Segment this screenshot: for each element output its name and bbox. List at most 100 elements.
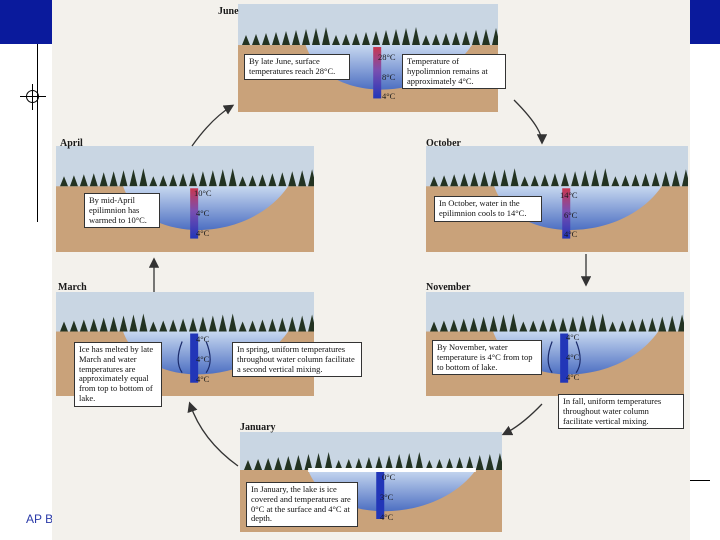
tree-icon [332, 35, 340, 46]
tree-icon [109, 316, 118, 332]
tree-icon [179, 173, 188, 187]
callout-october-left: In October, water in the epilimnion cool… [434, 196, 542, 222]
tree-icon [459, 318, 468, 332]
tree-icon [425, 460, 434, 470]
tree-icon [159, 175, 168, 187]
tree-icon [581, 170, 590, 187]
tree-icon [322, 27, 330, 46]
tree-icon [621, 175, 630, 187]
tree-icon [129, 314, 138, 332]
tree-icon [435, 459, 444, 470]
tree-icon [449, 319, 458, 332]
temp-label-march-1: 4°C [196, 334, 210, 344]
crosshair-icon [20, 84, 46, 110]
tree-icon [288, 316, 297, 332]
temp-label-june-2: 8°C [382, 72, 396, 82]
tree-icon [362, 32, 370, 46]
tree-icon [520, 176, 529, 187]
tree-icon [550, 173, 559, 187]
tree-icon [578, 315, 587, 332]
tree-icon [392, 29, 400, 46]
tree-icon [308, 169, 314, 187]
tree-icon [540, 174, 549, 187]
temperature-column [562, 188, 571, 239]
temp-label-april-1: 10°C [194, 188, 212, 198]
callout-november-below: In fall, uniform temperatures throughout… [558, 394, 684, 430]
tree-icon [601, 168, 610, 187]
month-label-june: June [218, 6, 239, 17]
tree-icon [499, 314, 508, 332]
tree-icon [288, 171, 297, 187]
tree-icon [264, 458, 273, 470]
tree-icon [561, 172, 569, 187]
tree-icon [482, 29, 490, 46]
temp-label-june-3: 4°C [382, 91, 396, 101]
tree-icon [475, 455, 484, 470]
tree-icon [149, 176, 158, 187]
tree-icon [591, 169, 600, 187]
panel-june: June 28°C 8°C 4°C By late June, surface … [218, 4, 506, 112]
tree-icon [79, 174, 88, 187]
tree-icon [364, 457, 373, 470]
temp-label-january-2: 3°C [380, 492, 394, 502]
tree-icon [298, 315, 307, 332]
month-label-october: October [426, 138, 461, 149]
tree-icon [169, 319, 178, 332]
tree-icon [354, 458, 363, 470]
tree-icon [89, 173, 98, 187]
tree-icon [422, 35, 430, 46]
slide-header-accent-right [690, 0, 720, 44]
callout-january-left: In January, the lake is ice covered and … [246, 482, 358, 528]
temp-label-march-3: 4°C [196, 374, 210, 384]
tree-icon [69, 175, 78, 187]
tree-icon [149, 321, 158, 332]
tree-icon [559, 317, 567, 332]
tree-icon [248, 320, 257, 332]
tree-icon [539, 319, 548, 332]
tree-icon [99, 172, 108, 187]
tree-icon [189, 317, 197, 332]
tree-icon [308, 314, 314, 332]
tree-icon [628, 319, 637, 332]
arrow-january-to-march [187, 401, 239, 467]
tree-icon [238, 321, 247, 332]
tree-icon [254, 459, 263, 470]
tree-icon [668, 315, 677, 332]
temp-label-june-1: 28°C [378, 52, 396, 62]
tree-icon [455, 457, 464, 470]
tree-icon [432, 34, 440, 46]
temp-label-january-1: 0°C [382, 472, 396, 482]
tree-icon [169, 174, 178, 187]
tree-icon [472, 30, 480, 46]
tree-icon [405, 453, 414, 470]
mixing-arrow [205, 341, 211, 374]
slide-left-rule [37, 44, 38, 222]
tree-icon [485, 454, 494, 470]
tree-icon [139, 313, 148, 332]
temperature-column [190, 188, 199, 239]
month-label-march: March [58, 282, 87, 293]
tree-icon [651, 172, 660, 187]
tree-icon [242, 35, 250, 46]
tree-icon [442, 33, 450, 46]
tree-icon [372, 31, 380, 46]
tree-icon [69, 320, 78, 332]
month-label-november: November [426, 282, 471, 293]
tree-icon [611, 176, 620, 187]
tree-icon [139, 168, 148, 187]
tree-icon [252, 34, 260, 46]
tree-icon [244, 460, 252, 470]
panel-january: January 0°C 3°C 4°C In January, the lake… [240, 422, 502, 532]
tree-icon [262, 33, 270, 46]
panel-march: March 4°C 4°C 4°C Ice has melted by late… [56, 282, 362, 407]
callout-april-left: By mid-April epilimnion has warmed to 10… [84, 193, 160, 229]
tree-icon [352, 33, 360, 46]
tree-icon [119, 170, 128, 187]
tree-icon [571, 171, 580, 187]
tree-icon [198, 316, 207, 332]
tree-icon [489, 315, 498, 332]
tree-icon [189, 172, 197, 187]
tree-icon [292, 30, 300, 46]
tree-icon [268, 318, 277, 332]
callout-june-right: Temperature of hypolimnion remains at ap… [402, 54, 506, 90]
